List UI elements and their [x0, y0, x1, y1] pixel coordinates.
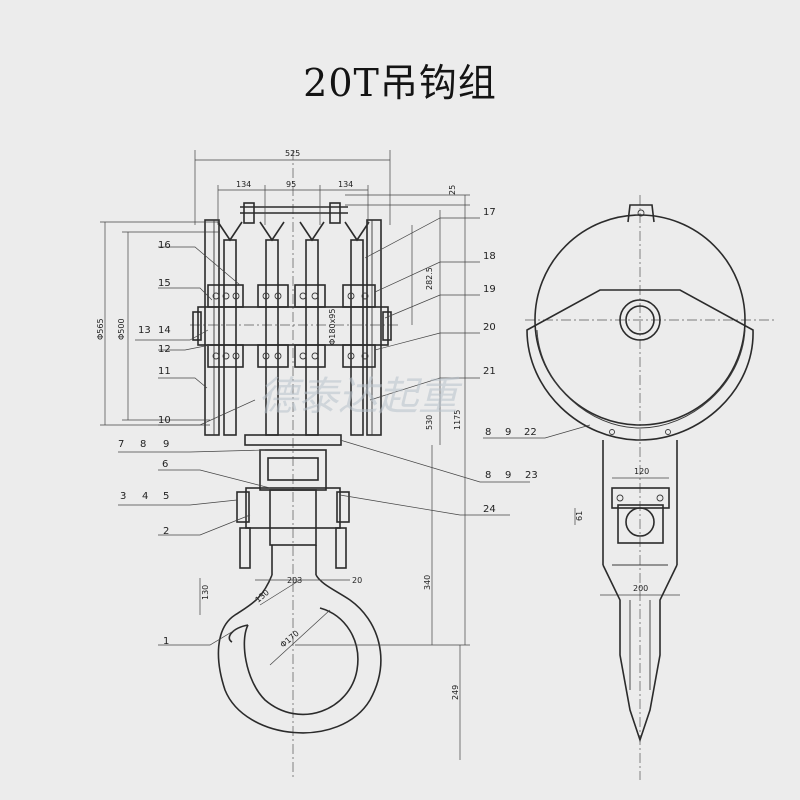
part-17: 17	[483, 207, 496, 218]
part-8-c: 8	[485, 427, 491, 438]
part-18: 18	[483, 251, 496, 262]
part-9-c: 9	[505, 427, 511, 438]
part-10: 10	[158, 415, 171, 426]
part-23: 23	[525, 470, 538, 481]
dim-500: Φ500	[117, 318, 126, 340]
dim-530: 530	[425, 415, 434, 430]
part-16: 16	[158, 240, 171, 251]
part-3: 3	[120, 491, 126, 502]
side-dimension-texts: 120 61 200	[575, 467, 649, 593]
part-9-b: 9	[505, 470, 511, 481]
dim-20: 20	[352, 576, 362, 585]
part-12: 12	[158, 344, 171, 355]
part-1: 1	[163, 636, 169, 647]
dim-130-b: 130	[254, 588, 271, 605]
part-11: 11	[158, 366, 171, 377]
part-22: 22	[524, 427, 537, 438]
front-view	[100, 150, 530, 780]
part-21: 21	[483, 366, 496, 377]
part-6: 6	[162, 459, 168, 470]
dim-120: 120	[634, 467, 649, 476]
part-8-b: 8	[485, 470, 491, 481]
dim-130-a: 130	[201, 585, 210, 600]
side-view	[525, 195, 775, 780]
front-dimension-texts: 525 134 95 134 25 282.5 Φ565 Φ500 Φ180x9…	[96, 149, 462, 700]
dim-134-right: 134	[338, 180, 353, 189]
dim-340: 340	[423, 575, 432, 590]
dim-95: 95	[286, 180, 296, 189]
part-9-a: 9	[163, 439, 169, 450]
part-8-a: 8	[140, 439, 146, 450]
part-2: 2	[163, 526, 169, 537]
part-24: 24	[483, 504, 496, 515]
drawing-title: 20T吊钩组	[303, 61, 497, 105]
dim-axle: Φ180x95	[328, 309, 337, 345]
dim-25: 25	[448, 185, 457, 195]
part-7-a: 7	[118, 439, 124, 450]
watermark: 德泰达起重	[258, 374, 463, 420]
sheave-4	[344, 221, 370, 436]
dim-134-left: 134	[236, 180, 251, 189]
dim-249: 249	[451, 685, 460, 700]
dim-203: 203	[287, 576, 302, 585]
dim-170: Φ170	[279, 629, 301, 650]
part-20: 20	[483, 322, 496, 333]
dim-565: Φ565	[96, 318, 105, 340]
part-14: 14	[158, 325, 171, 336]
dim-525: 525	[285, 149, 300, 158]
sheave-1	[217, 221, 243, 436]
part-19: 19	[483, 284, 496, 295]
dim-1175: 1175	[453, 410, 462, 430]
part-numbers: 16 15 13 14 12 11 10 7 8 9 6 3 4 5 2 1 1…	[118, 207, 591, 647]
dim-200: 200	[633, 584, 648, 593]
dim-2825: 282.5	[425, 267, 434, 290]
part-4: 4	[142, 491, 148, 502]
dim-61: 61	[575, 511, 584, 521]
part-5: 5	[163, 491, 169, 502]
part-15: 15	[158, 278, 171, 289]
part-13: 13	[138, 325, 151, 336]
